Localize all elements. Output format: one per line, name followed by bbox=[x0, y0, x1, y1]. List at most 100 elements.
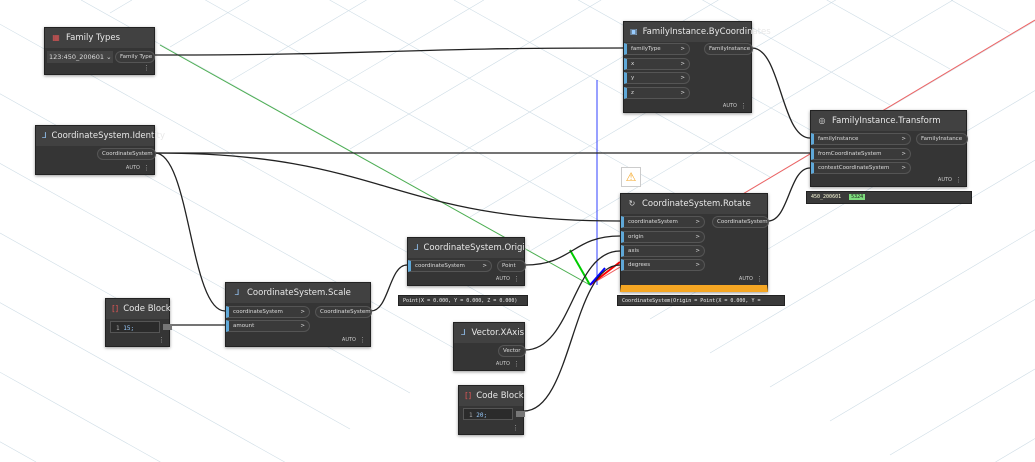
input-port-coordinatesystem[interactable]: coordinateSystem> bbox=[621, 216, 705, 228]
input-port-contextcoordinatesystem[interactable]: contextCoordinateSystem> bbox=[811, 162, 911, 174]
output-port-coordinatesystem[interactable]: CoordinateSystem bbox=[97, 148, 156, 160]
connector-wire[interactable] bbox=[524, 235, 621, 266]
preview-axis bbox=[589, 267, 606, 286]
node-familyinstance-bycoordinates[interactable]: ▣FamilyInstance.ByCoordinates familyType… bbox=[623, 21, 771, 113]
lacing-label[interactable]: AUTO bbox=[495, 276, 510, 282]
create-icon: ▣ bbox=[630, 27, 638, 36]
connector-wire[interactable] bbox=[154, 47, 624, 56]
port-label: origin bbox=[628, 234, 644, 240]
node-coordinatesystem-rotate[interactable]: ↻CoordinateSystem.Rotate coordinateSyste… bbox=[620, 193, 769, 292]
port-label: Family Type bbox=[120, 54, 153, 60]
port-label: fromCoordinateSystem bbox=[818, 151, 882, 157]
preview-text: 450_200601 bbox=[811, 194, 842, 200]
grid-line bbox=[329, 0, 711, 214]
input-port-familyinstance[interactable]: familyInstance> bbox=[811, 133, 911, 145]
port-label: coordinateSystem bbox=[628, 219, 678, 225]
input-port-z[interactable]: z> bbox=[624, 87, 690, 99]
node-family-types[interactable]: ▦Family Types 123:450_200601 ⌄ Family Ty… bbox=[44, 27, 155, 75]
output-port-family-type[interactable]: Family Type bbox=[115, 51, 155, 63]
node-title: Vector.XAxis bbox=[471, 328, 524, 338]
node-menu-icon[interactable]: ⋮ bbox=[158, 336, 165, 344]
input-port-origin[interactable]: origin> bbox=[621, 231, 705, 243]
node-menu-icon[interactable]: ⋮ bbox=[143, 64, 150, 72]
grid-line bbox=[205, 0, 651, 250]
input-port-amount[interactable]: amount> bbox=[226, 320, 310, 332]
connector-wire[interactable] bbox=[154, 152, 621, 222]
input-port-coordinatesystem[interactable]: coordinateSystem> bbox=[408, 260, 492, 272]
lacing-label[interactable]: AUTO bbox=[341, 337, 356, 343]
code-editor[interactable]: 1 20; bbox=[463, 408, 513, 420]
input-port-familytype[interactable]: familyType> bbox=[624, 43, 690, 55]
output-port-familyinstance[interactable]: FamilyInstance bbox=[704, 43, 753, 55]
grid-line bbox=[702, 0, 891, 106]
port-label: CoordinateSystem bbox=[717, 219, 768, 225]
port-label: FamilyInstance bbox=[921, 136, 963, 142]
lacing-label[interactable]: AUTO bbox=[495, 361, 510, 367]
port-label: FamilyInstance bbox=[709, 46, 751, 52]
connector-wire[interactable] bbox=[370, 264, 408, 312]
output-port-point[interactable]: Point bbox=[497, 260, 526, 272]
node-title: Code Block bbox=[123, 304, 171, 314]
connector-wire[interactable] bbox=[154, 152, 226, 312]
input-port-axis[interactable]: axis> bbox=[621, 245, 705, 257]
node-menu-icon[interactable]: ⋮ bbox=[513, 360, 520, 368]
node-menu-icon[interactable]: ⋮ bbox=[740, 102, 747, 110]
axes-icon: ⅃ bbox=[461, 328, 466, 337]
output-port-vector[interactable]: Vector bbox=[498, 345, 526, 357]
rotate-icon: ↻ bbox=[628, 199, 636, 208]
input-port-x[interactable]: x> bbox=[624, 58, 690, 70]
port-label: CoordinateSystem bbox=[320, 309, 371, 315]
node-menu-icon[interactable]: ⋮ bbox=[359, 336, 366, 344]
warning-icon[interactable]: ⚠ bbox=[621, 167, 641, 187]
node-title: CoordinateSystem.Origin bbox=[423, 243, 531, 253]
node-menu-icon[interactable]: ⋮ bbox=[512, 424, 519, 432]
action-icon: ◎ bbox=[818, 116, 826, 125]
connector-wire[interactable] bbox=[523, 264, 621, 412]
output-port-coordinatesystem[interactable]: CoordinateSystem bbox=[712, 216, 769, 228]
code-text: 15; bbox=[123, 325, 135, 332]
node-vector-xaxis[interactable]: ⅃ Vector.XAxis Vector AUTO ⋮ bbox=[453, 322, 526, 371]
input-port-fromcoordinatesystem[interactable]: fromCoordinateSystem> bbox=[811, 148, 911, 160]
node-coordinatesystem-identity[interactable]: ⅃CoordinateSystem.Identity CoordinateSys… bbox=[35, 125, 165, 175]
connector-wire[interactable] bbox=[767, 167, 811, 222]
input-port-degrees[interactable]: degrees> bbox=[621, 259, 705, 271]
node-menu-icon[interactable]: ⋮ bbox=[955, 176, 962, 184]
node-coordinatesystem-origin[interactable]: ⅃ CoordinateSystem.Origin coordinateSyste… bbox=[407, 237, 530, 286]
grid-line bbox=[0, 302, 285, 462]
node-title: Family Types bbox=[66, 33, 121, 43]
lacing-label[interactable]: AUTO bbox=[738, 276, 753, 282]
grid-line bbox=[826, 0, 951, 70]
lacing-label[interactable]: AUTO bbox=[722, 103, 737, 109]
node-coordinatesystem-scale[interactable]: ⅃CoordinateSystem.Scale coordinateSystem… bbox=[225, 282, 372, 347]
grid-line bbox=[829, 299, 1035, 422]
lacing-label[interactable]: AUTO bbox=[125, 165, 140, 171]
connector-wire[interactable] bbox=[751, 47, 811, 139]
output-port[interactable] bbox=[163, 324, 172, 330]
input-port-coordinatesystem[interactable]: coordinateSystem> bbox=[226, 306, 310, 318]
code-block-icon: [] bbox=[465, 391, 472, 400]
node-menu-icon[interactable]: ⋮ bbox=[756, 275, 763, 283]
node-menu-icon[interactable]: ⋮ bbox=[143, 164, 150, 172]
grid-line bbox=[0, 441, 37, 462]
node-familyinstance-transform[interactable]: ◎FamilyInstance.Transform familyInstance… bbox=[810, 110, 968, 187]
axes-icon: ⅃ bbox=[414, 243, 419, 252]
family-type-dropdown[interactable]: 123:450_200601 ⌄ bbox=[47, 51, 113, 63]
output-port[interactable] bbox=[516, 411, 525, 417]
output-port-familyinstance[interactable]: FamilyInstance bbox=[916, 133, 968, 145]
lacing-label[interactable]: AUTO bbox=[937, 177, 952, 183]
grid-line bbox=[529, 0, 954, 252]
axes-icon: ⅃ bbox=[234, 288, 240, 297]
input-port-y[interactable]: y> bbox=[624, 72, 690, 84]
connector-wire[interactable] bbox=[524, 250, 621, 351]
node-code-block-20[interactable]: []Code Block 1 20; ⋮ bbox=[458, 385, 525, 435]
grid-line bbox=[289, 0, 484, 116]
output-port-coordinatesystem[interactable]: CoordinateSystem bbox=[315, 306, 372, 318]
node-menu-icon[interactable]: ⋮ bbox=[513, 275, 520, 283]
port-label: contextCoordinateSystem bbox=[818, 165, 890, 171]
code-editor[interactable]: 1 15; bbox=[110, 321, 160, 333]
node-code-block-15[interactable]: []Code Block 1 15; ⋮ bbox=[105, 298, 172, 347]
grid-line bbox=[0, 163, 411, 394]
port-label: CoordinateSystem bbox=[102, 151, 153, 157]
grid-line bbox=[0, 371, 161, 462]
element-id-badge[interactable]: 5324 bbox=[849, 194, 866, 200]
